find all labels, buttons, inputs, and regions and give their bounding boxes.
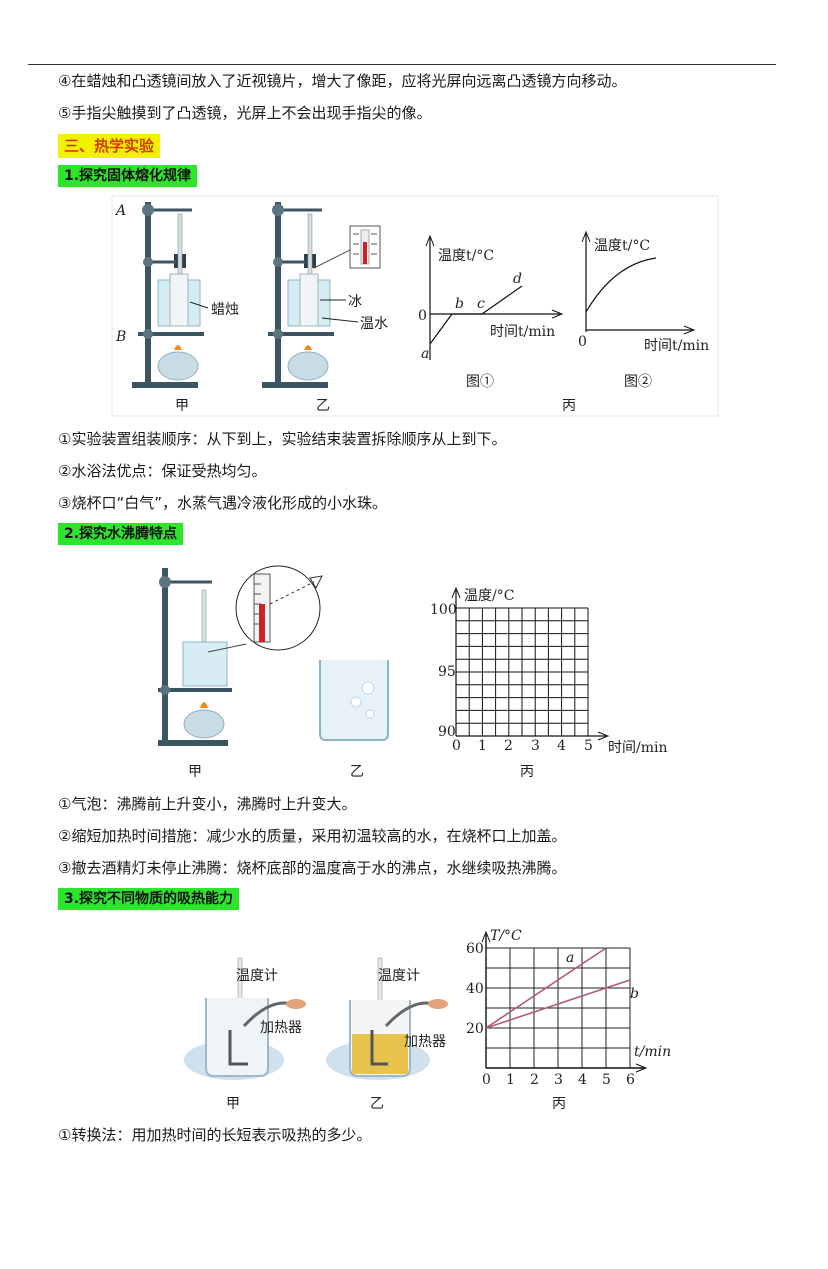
graph1-point-a: a [421,346,429,362]
melting-graph-2 [581,230,696,335]
x-tick-label: 4 [578,1072,587,1088]
graph2-origin: 0 [578,334,587,350]
lens-note-4: ④在蜡烛和凸透镜间放入了近视镜片，增大了像距，应将光屏向远离凸透镜方向移动。 [58,72,627,90]
label-bing-3: 丙 [552,1096,566,1112]
apparatus-yi [262,202,381,388]
exp1-figure: A B 蜡烛 甲 冰 温水 乙 [111,195,719,417]
x-axis-label: t/min [634,1044,671,1060]
label-thermometer-1: 温度计 [236,968,278,984]
label-A: A [114,203,126,219]
graph1-xlabel: 时间t/min [490,324,555,340]
exp2-note-2: ②缩短加热时间措施：减少水的质量，采用初温较高的水，在烧杯口上加盖。 [58,827,567,845]
grid-ylabel: 温度/°C [464,588,514,604]
graph1-origin: 0 [418,308,427,324]
graph1-caption: 图① [466,374,494,390]
exp2-figure: 甲 乙 温度/°C 时间/min 100 95 90 0 1 2 3 4 5 丙 [158,565,668,780]
graph2-caption: 图② [624,374,652,390]
series-line-b [485,979,631,1029]
exp1-note-2: ②水浴法优点：保证受热均匀。 [58,462,267,480]
series-label-b: b [630,986,639,1002]
label-B: B [115,329,126,345]
series-label-a: a [566,950,574,966]
lens-note-5: ⑤手指尖触摸到了凸透镜，光屏上不会出现手指尖的像。 [58,104,432,122]
section-title-thermal: 三、热学实验 [58,134,161,158]
exp3-title: 3.探究不同物质的吸热能力 [58,888,240,910]
x-tick-label: 5 [602,1072,611,1088]
label-heater-2: 加热器 [404,1034,446,1050]
graph1-point-c: c [477,296,485,312]
exp1-note-3: ③烧杯口“白气”，水蒸气遇冷液化形成的小水珠。 [58,494,387,512]
grid-ytick-100: 100 [430,602,457,618]
y-axis-arrow [481,930,491,943]
label-yi-2: 乙 [350,764,364,780]
exp3-note-1: ①转换法：用加热时间的长短表示吸热的多少。 [58,1126,372,1144]
top-rule [28,64,776,65]
label-heater-1: 加热器 [260,1020,302,1036]
grid-xtick-2: 2 [504,738,513,754]
label-ice: 冰 [348,294,362,310]
y-axis-label: T/°C [490,928,522,944]
label-thermometer-2: 温度计 [378,968,420,984]
beaker-yi [326,957,448,1080]
grid-xlabel: 时间/min [608,740,668,756]
x-tick-label: 2 [530,1072,539,1088]
x-axis-arrow [635,1063,648,1073]
melting-graph-1 [425,234,564,360]
grid-ytick-95: 95 [438,664,456,680]
grid-xtick-1: 1 [478,738,487,754]
y-tick-label: 40 [466,981,484,997]
boiling-apparatus [158,565,389,746]
boiling-grid [451,586,610,741]
exp2-note-1: ①气泡：沸腾前上升变小，沸腾时上升变大。 [58,795,357,813]
grid-xtick-4: 4 [557,738,566,754]
beaker-jia [184,957,306,1080]
label-yi-3: 乙 [370,1096,384,1112]
label-jia-2: 甲 [188,764,202,780]
exp2-title: 2.探究水沸腾特点 [58,523,184,545]
label-candle: 蜡烛 [211,302,239,318]
x-tick-label: 0 [482,1072,491,1088]
series-line-a [485,947,607,1029]
graph2-ylabel: 温度t/°C [594,238,650,254]
label-jia-3: 甲 [226,1096,240,1112]
grid-xtick-5: 5 [584,738,593,754]
exp1-note-1: ①实验装置组装顺序：从下到上，实验结束装置拆除顺序从上到下。 [58,430,507,448]
graph1-point-d: d [513,271,522,287]
label-bing-2: 丙 [520,764,534,780]
grid-xtick-3: 3 [531,738,540,754]
apparatus-jia [132,202,204,388]
graph2-xlabel: 时间t/min [644,338,709,354]
x-tick-label: 3 [554,1072,563,1088]
x-tick-label: 1 [506,1072,515,1088]
label-warm-water: 温水 [360,316,388,332]
exp1-title: 1.探究固体熔化规律 [58,165,198,187]
y-tick-label: 20 [466,1021,484,1037]
grid-ytick-90: 90 [438,724,456,740]
label-jia-1: 甲 [175,398,189,414]
graph1-point-b: b [455,296,464,312]
graph1-ylabel: 温度t/°C [438,248,494,264]
label-bing-1: 丙 [562,398,576,414]
grid-xtick-0: 0 [452,738,461,754]
exp2-note-3: ③撤去酒精灯未停止沸腾：烧杯底部的温度高于水的沸点，水继续吸热沸腾。 [58,859,567,877]
x-tick-label: 6 [626,1072,635,1088]
y-tick-label: 60 [466,941,484,957]
label-yi-1: 乙 [316,398,330,414]
